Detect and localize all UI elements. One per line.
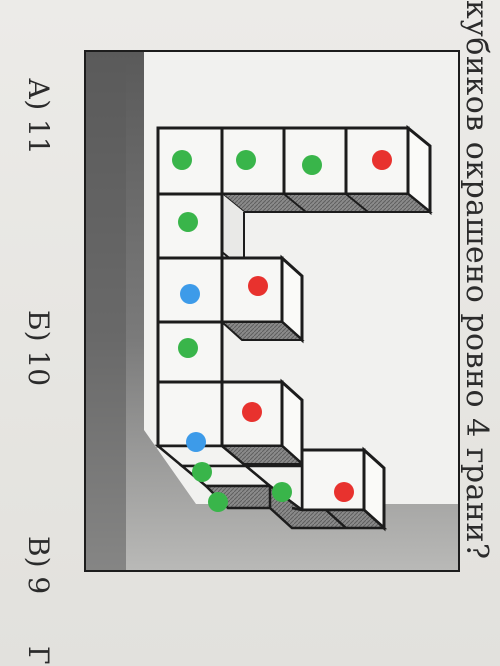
answer-option-a[interactable]: А) 11	[22, 78, 55, 155]
green-dot	[236, 150, 256, 170]
red-dot	[372, 150, 392, 170]
green-dot	[192, 462, 212, 482]
blue-dot	[186, 432, 206, 452]
face-dots	[172, 150, 392, 512]
left-column-cubes	[156, 192, 224, 448]
green-dot	[178, 338, 198, 358]
red-dot	[242, 402, 262, 422]
green-dot	[302, 155, 322, 175]
green-dot	[178, 212, 198, 232]
question-text: кубиков окрашено ровно 4 грани?	[459, 0, 494, 560]
bottom-right-cube	[300, 446, 386, 532]
green-dot	[208, 492, 228, 512]
cube-figure	[86, 52, 458, 570]
green-dot	[172, 150, 192, 170]
cube-figure-frame	[84, 50, 460, 572]
top-row-underside	[219, 193, 433, 213]
red-dot	[248, 276, 268, 296]
red-dot	[334, 482, 354, 502]
answer-option-d: Г	[22, 646, 55, 665]
green-dot	[272, 482, 292, 502]
blue-dot	[180, 284, 200, 304]
shaded-wall-top	[86, 52, 126, 570]
answer-option-c[interactable]: В) 9	[22, 536, 55, 595]
answer-option-b[interactable]: Б) 10	[22, 310, 55, 387]
